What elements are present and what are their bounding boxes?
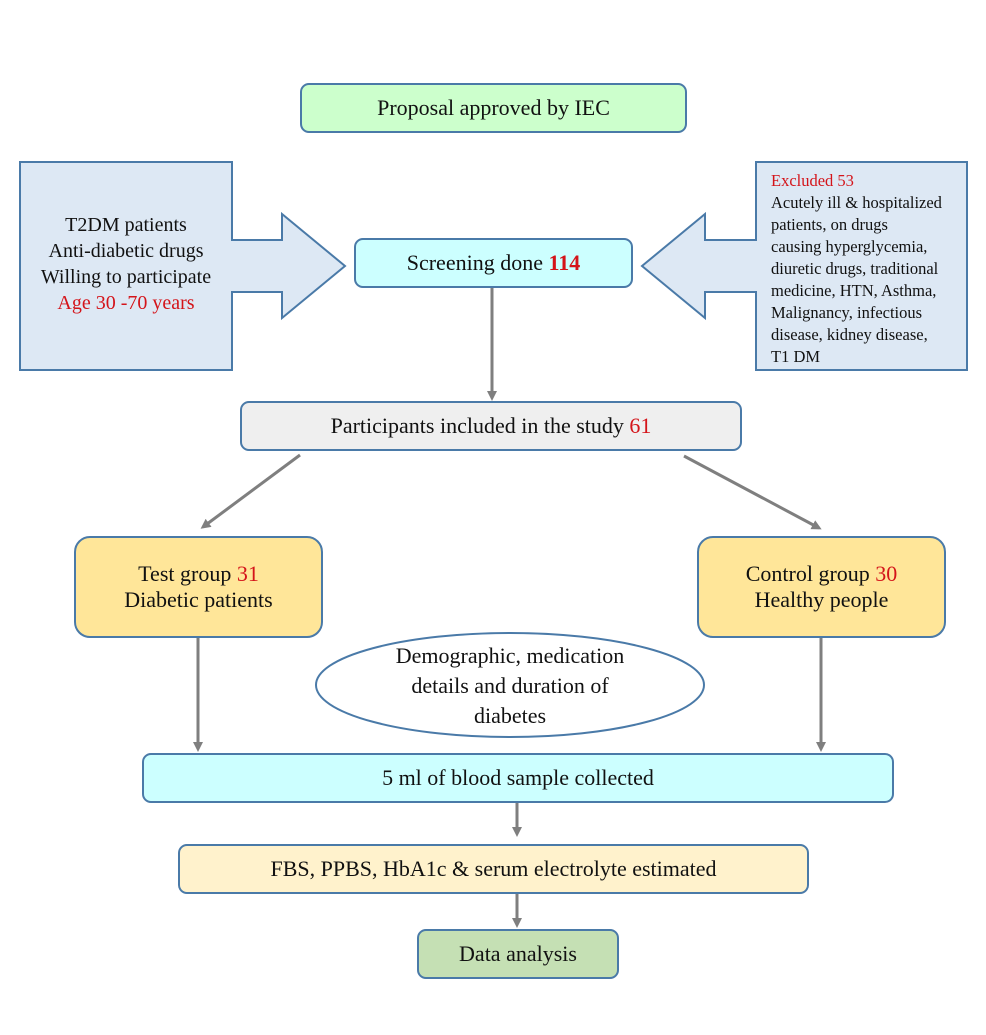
exclusion-criteria: Excluded 53 Acutely ill & hospitalized p… [771, 170, 966, 368]
exclusion-line: medicine, HTN, Asthma, [771, 281, 937, 300]
blood-sample-box: 5 ml of blood sample collected [142, 753, 894, 803]
exclusion-block-arrow [640, 161, 968, 371]
participants-text: Participants included in the study [330, 413, 630, 438]
analysis-box: Data analysis [417, 929, 619, 979]
participants-count: 61 [629, 413, 652, 438]
inclusion-line: Willing to participate [40, 266, 212, 288]
screening-count: 114 [548, 250, 581, 275]
proposal-box: Proposal approved by IEC [300, 83, 687, 133]
inclusion-age-range: Age 30 -70 years [57, 292, 195, 314]
exclusion-line: patients, on drugs [771, 215, 888, 234]
arrow-participants-to-test [200, 453, 301, 529]
estimation-text: FBS, PPBS, HbA1c & serum electrolyte est… [270, 856, 717, 881]
screening-text: Screening done [406, 250, 549, 275]
demographic-line: diabetes [473, 703, 547, 728]
exclusion-line: Acutely ill & hospitalized [771, 193, 942, 212]
demographic-line: Demographic, medication [395, 643, 625, 668]
analysis-text: Data analysis [459, 941, 577, 966]
demographic-text: Demographic, medication details and dura… [330, 641, 690, 731]
test-group-box: Test group 31 Diabetic patients [74, 536, 323, 638]
exclusion-line: Malignancy, infectious [771, 303, 923, 322]
test-group-desc: Diabetic patients [124, 587, 273, 612]
exclusion-line: diuretic drugs, traditional [771, 259, 939, 278]
exclusion-line: T1 DM [771, 347, 821, 366]
estimation-box: FBS, PPBS, HbA1c & serum electrolyte est… [178, 844, 809, 894]
blood-sample-text: 5 ml of blood sample collected [382, 765, 654, 790]
test-group-count: 31 [236, 561, 259, 586]
exclusion-title: Excluded 53 [771, 171, 854, 190]
inclusion-block-arrow [19, 161, 347, 371]
control-group-desc: Healthy people [754, 587, 889, 612]
control-group-box: Control group 30 Healthy people [697, 536, 946, 638]
inclusion-line: T2DM patients [65, 214, 187, 236]
demographic-ellipse [315, 632, 705, 738]
exclusion-line: causing hyperglycemia, [771, 237, 928, 256]
arrow-participants-to-control [683, 454, 822, 530]
inclusion-line: Anti-diabetic drugs [48, 240, 204, 262]
participants-box: Participants included in the study 61 [240, 401, 742, 451]
proposal-text: Proposal approved by IEC [377, 95, 610, 120]
test-group-label: Test group [138, 561, 237, 586]
demographic-line: details and duration of [411, 673, 609, 698]
exclusion-line: disease, kidney disease, [771, 325, 928, 344]
control-group-label: Control group [745, 561, 876, 586]
screening-box: Screening done 114 [354, 238, 633, 288]
inclusion-criteria: T2DM patients Anti-diabetic drugs Willin… [22, 212, 230, 316]
control-group-count: 30 [875, 561, 898, 586]
